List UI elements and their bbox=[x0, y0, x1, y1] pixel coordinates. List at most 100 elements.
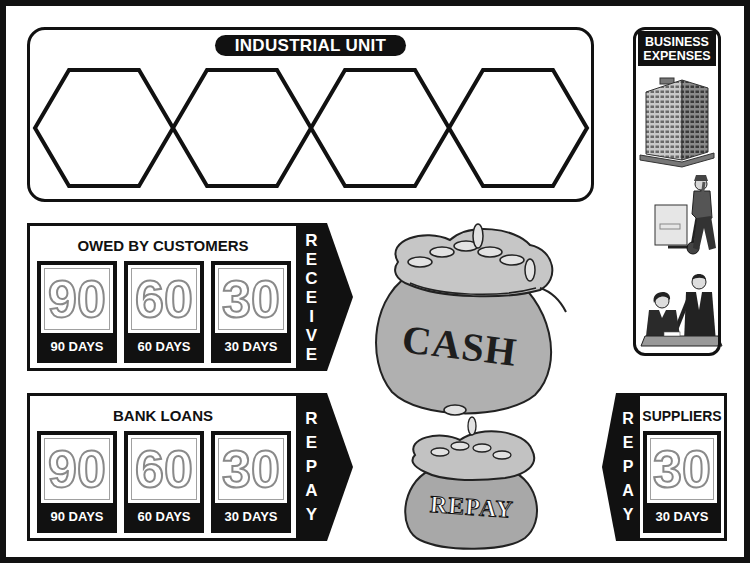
outline-number: 30 bbox=[222, 273, 280, 325]
flow-arrow: REPAY bbox=[602, 393, 640, 541]
coin bbox=[473, 444, 491, 452]
outline-number: 30 bbox=[653, 443, 711, 495]
days-box: 30 30 DAYS bbox=[211, 431, 291, 533]
account-panel: SUPPLIERS 30 30 DAYS bbox=[637, 393, 727, 541]
vertical-arrow-label: REPAY bbox=[305, 407, 318, 527]
outline-number: 30 bbox=[222, 443, 280, 495]
unit-panel: INDUSTRIAL UNIT bbox=[27, 27, 594, 202]
flow-arrow: REPAY bbox=[296, 393, 353, 541]
panel-title: BANK LOANS bbox=[113, 407, 213, 424]
cap bbox=[694, 175, 708, 181]
vertical-arrow-label: RECEIVE bbox=[305, 231, 318, 364]
arm bbox=[702, 182, 704, 198]
bag-fold bbox=[410, 283, 536, 294]
coin bbox=[444, 405, 466, 415]
bag-neck bbox=[412, 431, 534, 480]
parcel bbox=[655, 205, 687, 245]
hexagon-slot bbox=[173, 70, 311, 186]
number-field: 30 bbox=[215, 265, 287, 333]
coins bbox=[408, 224, 535, 415]
number-field: 90 bbox=[41, 265, 113, 333]
building-side bbox=[682, 80, 708, 160]
panel-title: INDUSTRIAL UNIT bbox=[215, 35, 407, 56]
hexagon-slot bbox=[311, 70, 449, 186]
coin bbox=[431, 448, 449, 456]
days-row: 30 DAYS bbox=[215, 337, 287, 355]
number-row: 90 bbox=[41, 265, 113, 333]
days-label: 30 DAYS bbox=[656, 509, 709, 525]
arrow-band-shape bbox=[296, 223, 353, 371]
number-field: 60 bbox=[128, 265, 200, 333]
header-row: SUPPLIERS bbox=[640, 407, 724, 425]
days-row: 90 DAYS bbox=[41, 337, 113, 355]
coin bbox=[468, 417, 476, 435]
panel-title: BUSINESS EXPENSES bbox=[638, 35, 716, 63]
days-label: 30 DAYS bbox=[225, 509, 278, 525]
days-label: 30 DAYS bbox=[225, 339, 278, 355]
header-row: INDUSTRIAL UNIT bbox=[30, 35, 591, 56]
arrow-band-shape bbox=[296, 393, 353, 541]
suit bbox=[684, 292, 716, 342]
office-building-icon bbox=[640, 78, 714, 167]
bag-label: CASH bbox=[400, 319, 519, 373]
days-row: 90 DAYS bbox=[41, 507, 113, 525]
arrow-band bbox=[602, 393, 640, 541]
board-frame bbox=[3, 3, 747, 560]
coin bbox=[478, 247, 502, 257]
outline-number: 60 bbox=[135, 273, 193, 325]
coins bbox=[431, 417, 511, 459]
outline-number: 90 bbox=[48, 443, 106, 495]
header-band: BUSINESS EXPENSES bbox=[638, 31, 716, 66]
panel-title: SUPPLIERS bbox=[642, 408, 721, 425]
coin bbox=[525, 259, 535, 281]
repay-bag-icon bbox=[405, 417, 537, 549]
account-panel: BANK LOANS 90 90 DAYS 60 60 DAYS 30 30 DAYS bbox=[27, 393, 299, 541]
coin bbox=[473, 224, 483, 248]
number-row: 60 bbox=[128, 265, 200, 333]
number-row: 30 bbox=[215, 265, 287, 333]
bag-body bbox=[405, 470, 537, 549]
money-bag: REPAY bbox=[422, 490, 522, 524]
days-box: 60 60 DAYS bbox=[124, 431, 204, 533]
number-field: 30 bbox=[215, 435, 287, 503]
vertical-arrow-label: REPAY bbox=[622, 407, 634, 527]
cash-bag-icon bbox=[376, 224, 566, 415]
header-row: BANK LOANS bbox=[30, 407, 296, 425]
arrow-band bbox=[296, 223, 353, 371]
number-row: 60 bbox=[128, 435, 200, 503]
days-row: 30 DAYS bbox=[647, 507, 717, 525]
number-row: 90 bbox=[41, 435, 113, 503]
number-row: 30 bbox=[215, 435, 287, 503]
arrow-text-column: REPAY bbox=[296, 393, 327, 541]
days-box: 60 60 DAYS bbox=[124, 261, 204, 363]
days-label: 90 DAYS bbox=[51, 339, 104, 355]
outline-number: 90 bbox=[48, 273, 106, 325]
days-row: 60 DAYS bbox=[128, 507, 200, 525]
hexagon-slot bbox=[449, 70, 587, 186]
number-row: 30 bbox=[647, 435, 717, 503]
head bbox=[692, 275, 706, 289]
account-panel: OWED BY CUSTOMERS9090 DAYS6060 DAYS3030 … bbox=[27, 223, 299, 371]
arrow-band bbox=[296, 393, 353, 541]
bag-string bbox=[540, 288, 566, 312]
number-field: 30 bbox=[647, 435, 717, 503]
days-label: 60 DAYS bbox=[138, 339, 191, 355]
days-box: 90 90 DAYS bbox=[37, 261, 117, 363]
building-front bbox=[646, 80, 682, 160]
parcel-label bbox=[660, 224, 680, 229]
days-label: 90 DAYS bbox=[51, 509, 104, 525]
outline-number: 60 bbox=[135, 443, 193, 495]
desk bbox=[641, 336, 722, 346]
delivery-man-icon bbox=[655, 175, 716, 254]
days-box: 30 30 DAYS bbox=[211, 261, 291, 363]
expenses-panel: BUSINESS EXPENSES bbox=[633, 27, 721, 356]
coin bbox=[430, 247, 454, 257]
coin bbox=[451, 442, 469, 450]
money-bag: CASH bbox=[390, 312, 530, 380]
arrow-text-column: RECEIVE bbox=[296, 223, 327, 371]
meeting-people-icon bbox=[641, 274, 722, 346]
paper bbox=[664, 332, 680, 336]
hair bbox=[654, 292, 671, 303]
legs bbox=[693, 216, 716, 250]
hair bbox=[692, 274, 706, 280]
